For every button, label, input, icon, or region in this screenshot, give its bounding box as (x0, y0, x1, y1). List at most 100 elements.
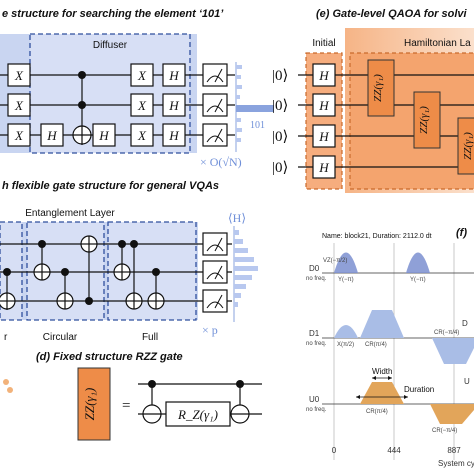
rzz-cnot-right (230, 380, 250, 424)
qaoa-zz-gate-1: ZZ(γ₁) (367, 59, 395, 117)
channel-d1-sub: no freq. (306, 341, 327, 347)
d0-pulse-y (334, 252, 358, 273)
hamiltonian-box (349, 52, 474, 190)
panel-a: e structure for searching the element ‘1… (0, 8, 274, 169)
panel-e: (e) Gate-level QAOA for solvi Initial Ha… (272, 8, 474, 193)
qaoa-h-gates: H H H H (312, 63, 336, 179)
diffuser-label: Diffuser (93, 40, 128, 51)
u0-cr-neg-label: CR(−π/4) (432, 428, 457, 434)
entanglement-layer-label: Entanglement Layer (25, 208, 115, 219)
panel-e-title: (e) Gate-level QAOA for solvi (316, 8, 468, 20)
u0-pulse-cr (360, 382, 404, 404)
cnot-full (113, 240, 165, 310)
initial-label: Initial (312, 38, 335, 49)
channel-d0-sub: no freq. (306, 276, 327, 282)
svg-text:H: H (318, 129, 329, 144)
svg-text:X: X (137, 68, 147, 83)
qaoa-zz-gate-3: ZZ(γ₁) (457, 117, 474, 175)
panel-d: (d) Fixed structure RZZ gate ZZ(γ₁) = R_… (3, 351, 262, 441)
vz-label: VZ(−π/2) (323, 258, 347, 264)
width-arrow-heads (372, 376, 392, 380)
width-label: Width (372, 367, 392, 376)
svg-text:X: X (14, 68, 24, 83)
h-gate-col: H H H (162, 63, 186, 147)
panel-b: h flexible gate structure for general VQ… (0, 180, 258, 343)
svg-text:H: H (46, 128, 57, 143)
duration-label: Duration (404, 385, 434, 394)
svg-text:H: H (98, 128, 109, 143)
tick-887: 887 (447, 446, 461, 455)
channel-u0-sub: no freq. (306, 407, 327, 413)
x-gate-col2: X X X (130, 63, 154, 147)
measure-icon (202, 63, 228, 147)
svg-text:H: H (318, 98, 329, 113)
rz-gate-label: R_Z(γ₁) (177, 407, 218, 422)
y-pulse-label-2: Y(−π) (410, 277, 426, 283)
d1-pulse-x (334, 325, 358, 338)
cnot-linear (0, 268, 16, 310)
d1-pulse-cr (360, 310, 404, 338)
panel-b-title: h flexible gate structure for general VQ… (2, 180, 219, 192)
d0-pulse-y2 (406, 252, 430, 273)
svg-text:X: X (14, 128, 24, 143)
vqa-measure-icon (202, 232, 228, 313)
circular-label: Circular (43, 332, 78, 343)
toffoli-gate (72, 71, 92, 145)
schedule-header: Name: block21, Duration: 2112.0 dt (322, 233, 432, 240)
svg-text:H: H (168, 98, 179, 113)
channel-d-right-label: D (462, 319, 468, 328)
target-state-label: 101 (250, 120, 265, 131)
channel-u-right-label: U (464, 377, 470, 386)
rzz-block-label: ZZ(γ₁) (82, 388, 97, 421)
ket-0-q3: |0⟩ (272, 129, 288, 145)
svg-text:H: H (318, 68, 329, 83)
vqa-repeat-label: × p (202, 323, 218, 337)
equals-sign: = (122, 398, 130, 414)
expectation-label: ⟨H⟩ (228, 211, 246, 225)
channel-d0-label: D0 (309, 264, 320, 273)
tick-444: 444 (387, 446, 401, 455)
channel-u0-label: U0 (309, 395, 320, 404)
x-pulse-label: X(π/2) (337, 342, 354, 348)
linear-label: r (4, 332, 8, 343)
panel-f-title: (f) (456, 227, 467, 239)
grover-repeat-label: × O(√N) (200, 155, 242, 169)
cnot-circular (33, 235, 98, 310)
u0-cr-label: CR(π/4) (366, 409, 388, 415)
y-pulse-label: Y(−π) (338, 277, 354, 283)
svg-text:H: H (168, 68, 179, 83)
rz-gate (165, 401, 231, 427)
panel-a-title: e structure for searching the element ‘1… (2, 8, 224, 20)
svg-text:X: X (137, 128, 147, 143)
ket-0-q4: |0⟩ (272, 160, 288, 176)
probability-histogram (235, 62, 274, 152)
svg-text:H: H (318, 160, 329, 175)
svg-text:ZZ(γ₁): ZZ(γ₁) (372, 74, 384, 102)
u0-pulse-cr-neg (430, 404, 474, 424)
x-gate-col1: X X X (7, 63, 31, 147)
qaoa-zz-gate-2: ZZ(γ₁) (413, 91, 441, 149)
channel-d1-label: D1 (309, 329, 320, 338)
svg-text:X: X (14, 98, 24, 113)
cr-neg-pulse-label: CR(−π/4) (434, 330, 459, 336)
svg-text:H: H (168, 128, 179, 143)
rzz-cnot-left (142, 380, 162, 424)
svg-text:X: X (137, 98, 147, 113)
h-gate-pre: H (40, 123, 64, 147)
svg-text:ZZ(γ₁): ZZ(γ₁) (418, 106, 430, 134)
full-label: Full (142, 332, 158, 343)
ket-0-q1: |0⟩ (272, 68, 288, 84)
d1-pulse-cr-neg (432, 338, 474, 364)
h-gate-post: H (92, 123, 116, 147)
svg-text:ZZ(γ₁): ZZ(γ₁) (462, 132, 474, 160)
axis-label: System cy (438, 459, 474, 468)
panel-f: Name: block21, Duration: 2112.0 dt (f) D… (306, 227, 474, 468)
orange-dot-icon (3, 379, 9, 385)
expectation-histogram (233, 226, 258, 322)
hamiltonian-label: Hamiltonian La (404, 38, 471, 49)
orange-dot-icon (7, 387, 13, 393)
cr-pulse-label: CR(π/4) (365, 342, 387, 348)
ket-0-q2: |0⟩ (272, 98, 288, 114)
